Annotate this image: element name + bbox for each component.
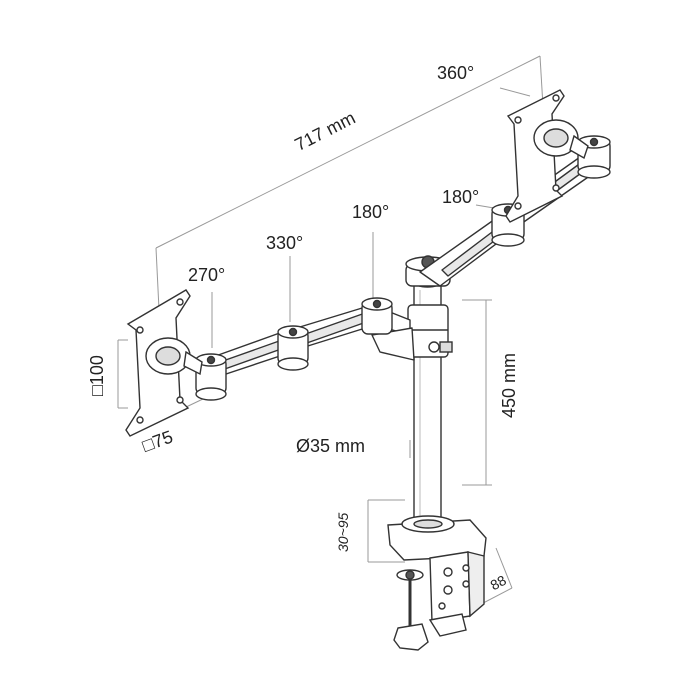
- joint-left-mid: [277, 325, 309, 371]
- label-pole-height: 450 mm: [499, 352, 519, 418]
- label-clamp-range: 30~95: [335, 512, 351, 552]
- left-vesa-plate: [125, 289, 203, 437]
- right-vesa-plate: [505, 89, 589, 223]
- label-rotation-330: 330°: [266, 233, 304, 253]
- label-rotation-180-right: 180°: [442, 187, 480, 207]
- label-rotation-180-center: 180°: [352, 202, 390, 222]
- joints: [195, 135, 611, 401]
- label-rotation-360: 360°: [437, 63, 475, 83]
- leader-180-right: [475, 204, 495, 209]
- width-dimension-line: [155, 55, 541, 249]
- desk-clamp: [387, 515, 487, 651]
- leader-360: [499, 87, 531, 97]
- pole: [405, 255, 453, 531]
- label-pole-diameter: Ø35 mm: [296, 436, 366, 456]
- joint-right-end: [577, 135, 611, 179]
- label-vesa-100: □100: [87, 355, 107, 396]
- joint-center-left: [361, 297, 393, 335]
- joint-left-end: [195, 353, 227, 401]
- label-rotation-270: 270°: [188, 265, 226, 285]
